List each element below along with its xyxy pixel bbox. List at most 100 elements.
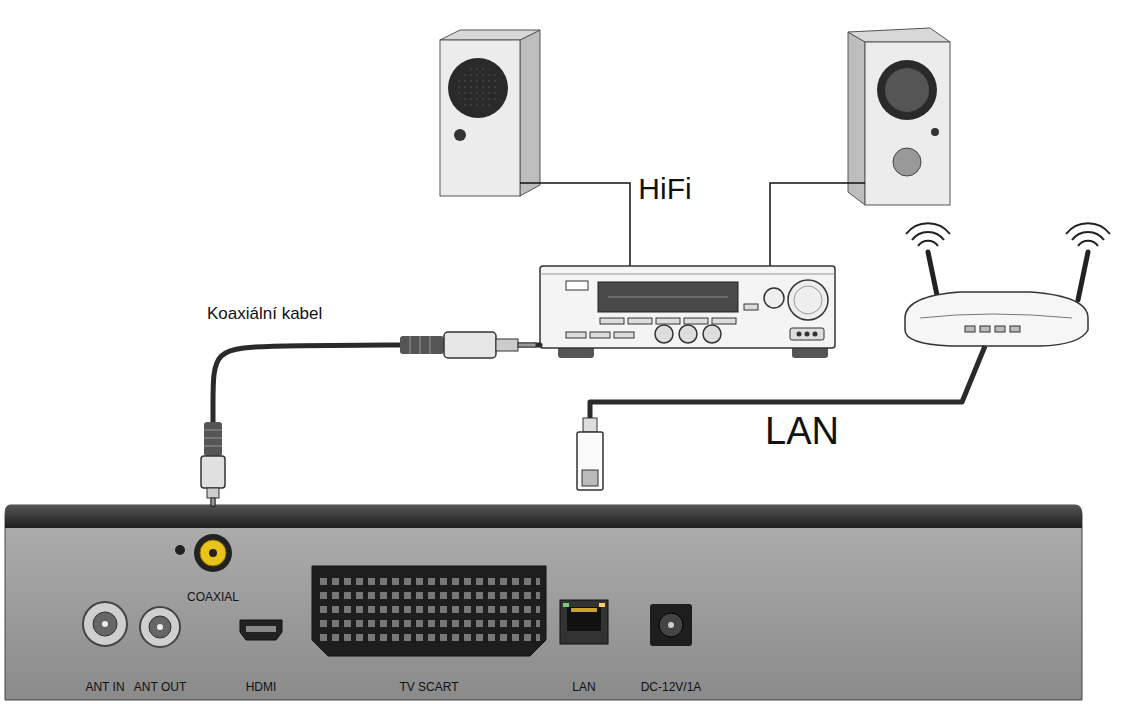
port-label: LAN	[572, 681, 595, 693]
plug-tip	[518, 343, 536, 347]
plug-strain-relief	[204, 422, 222, 456]
rj45-plug	[577, 418, 603, 490]
tweeter	[454, 129, 466, 141]
amp-button	[744, 304, 758, 310]
lan-port-socket	[567, 607, 601, 631]
woofer	[448, 58, 508, 118]
router-port	[1010, 326, 1020, 332]
speaker-wire	[520, 183, 630, 268]
box-face	[5, 505, 1082, 700]
rca-plug-vertical	[201, 422, 225, 506]
scart-pins	[318, 575, 540, 645]
device-label: HiFi	[638, 174, 691, 204]
amp-button	[656, 318, 680, 324]
dc-jack-pin	[668, 622, 674, 628]
speaker-top	[440, 30, 540, 40]
lan-port	[560, 600, 608, 644]
router-port	[965, 326, 975, 332]
plug-ridge	[410, 336, 411, 354]
plug-body	[201, 456, 225, 488]
plug-ridge	[204, 430, 222, 431]
speaker-side	[520, 30, 540, 196]
volume-knob	[788, 280, 828, 320]
coaxial-jack-pin	[209, 549, 217, 557]
amp-button	[628, 318, 652, 324]
amp-display-line	[608, 297, 728, 298]
amp-button	[712, 318, 736, 324]
port-label: DC-12V/1A	[641, 681, 702, 693]
plug-ridge	[430, 336, 431, 354]
amp-body	[540, 266, 835, 348]
amp-jack	[805, 332, 810, 337]
plug-contacts	[582, 470, 598, 486]
plug-sleeve	[496, 339, 518, 351]
woofer	[877, 60, 937, 120]
ant-in-jack	[83, 602, 127, 646]
ant-in-core	[93, 612, 117, 636]
rca-plug-horizontal	[400, 332, 536, 358]
port-label: HDMI	[246, 681, 277, 693]
amp-button	[566, 332, 586, 338]
port	[931, 128, 939, 136]
speaker-front	[440, 40, 520, 196]
amp-button	[684, 318, 708, 324]
speaker-wire	[770, 183, 865, 268]
amplifier	[540, 266, 835, 358]
ant-out-pin	[157, 624, 163, 630]
amp-bevel	[540, 274, 835, 275]
scart-port	[312, 566, 546, 656]
amp-button	[600, 318, 624, 324]
plug-tip	[211, 498, 215, 506]
amp-jack-panel	[790, 328, 824, 340]
dc-jack	[650, 604, 692, 646]
plug-strain-relief	[400, 336, 444, 354]
plug-ridge	[420, 336, 421, 354]
coaxial-jack	[194, 534, 232, 572]
hdmi-port	[240, 620, 282, 640]
cable-label: Koaxiální kabel	[205, 304, 324, 323]
coaxial-jack-ring	[200, 540, 226, 566]
lan-led	[563, 603, 569, 607]
amp-knob	[703, 325, 721, 343]
port-label: COAXIAL	[187, 591, 239, 603]
amp-display	[598, 282, 738, 312]
speaker-side	[848, 32, 865, 205]
woofer-cone	[885, 68, 929, 112]
ant-out-core	[149, 616, 171, 638]
router	[905, 223, 1110, 346]
antenna	[928, 252, 938, 300]
plug-ridge	[204, 438, 222, 439]
tweeter	[893, 148, 921, 176]
lan-port-pins	[571, 608, 597, 612]
router-port	[980, 326, 990, 332]
speaker-top	[848, 28, 950, 42]
lan-led	[599, 603, 605, 607]
left-speaker	[440, 30, 540, 196]
amp-knob	[679, 325, 697, 343]
screw-hole	[175, 545, 185, 555]
router-body	[905, 292, 1088, 346]
ant-out-jack	[140, 607, 180, 647]
coaxial-cable	[213, 345, 540, 505]
plug-ridge	[204, 446, 222, 447]
cable-label: LAN	[765, 412, 839, 450]
router-port	[995, 326, 1005, 332]
amp-knob	[764, 288, 784, 308]
ant-in-pin	[102, 621, 108, 627]
plug-body	[444, 332, 496, 358]
amplifier-node: HiFi	[540, 266, 835, 348]
amp-knob	[655, 325, 673, 343]
set-top-box-node: COAXIALANT INANT OUTHDMITV SCARTLANDC-12…	[5, 505, 1082, 700]
dc-jack-socket	[659, 613, 683, 637]
set-top-box	[5, 505, 1082, 700]
plug-boot	[583, 418, 597, 432]
wifi-symbol	[906, 223, 950, 246]
right-speaker	[848, 28, 950, 205]
amp-button	[590, 332, 610, 338]
volume-knob-ring	[794, 286, 822, 314]
router-edge	[920, 314, 1072, 318]
